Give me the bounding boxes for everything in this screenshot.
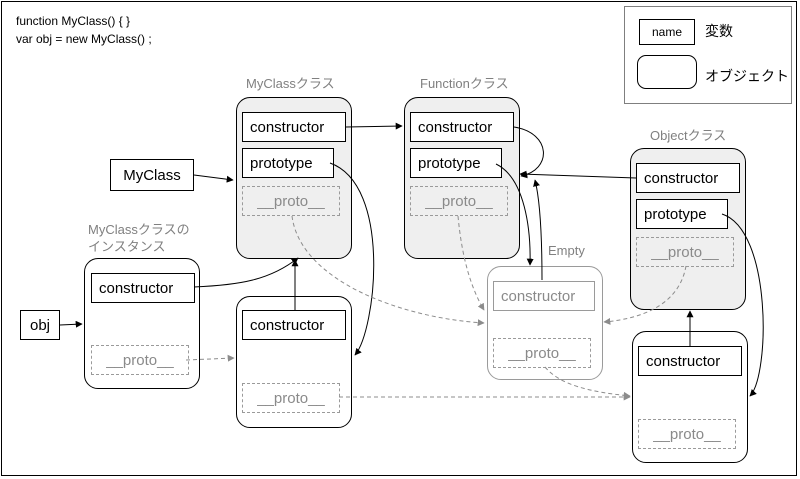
myclass-prototype-object: constructor __proto__ xyxy=(236,296,352,428)
object-prototype-proto: __proto__ xyxy=(638,419,736,449)
arrow-obj-var-to-instance xyxy=(59,320,83,328)
myclass-instance-constructor: constructor xyxy=(91,273,195,303)
function-class-proto: __proto__ xyxy=(410,186,508,216)
proto-link-instance-to-myclass-prototype xyxy=(185,354,235,362)
variable-obj: obj xyxy=(20,310,60,340)
myclass-class-object: constructor prototype __proto__ xyxy=(236,97,352,259)
empty-object-proto: __proto__ xyxy=(493,338,591,368)
variable-myclass: MyClass xyxy=(110,159,194,191)
arrow-function-prototype-to-empty xyxy=(495,163,534,266)
function-class-prototype: prototype xyxy=(410,148,502,178)
myclass-class-prototype: prototype xyxy=(242,148,334,178)
arrow-object-constructor-to-function-class xyxy=(519,170,637,179)
proto-link-object-class-to-empty xyxy=(603,265,687,325)
function-class-constructor: constructor xyxy=(410,112,514,142)
proto-link-function-class-to-empty xyxy=(457,215,485,311)
arrow-myclass-constructor-to-function-class xyxy=(345,122,403,130)
arrow-myclass-var-to-myclass-class xyxy=(193,174,234,183)
empty-object: constructor __proto__ xyxy=(487,266,603,380)
myclass-class-constructor: constructor xyxy=(242,112,346,142)
myclass-prototype-proto: __proto__ xyxy=(242,383,340,413)
arrow-object-prototype-to-object-proto-object xyxy=(721,213,764,397)
myclass-class-title: MyClassクラス xyxy=(246,76,335,91)
myclass-instance-title-line2: インスタンス xyxy=(88,239,166,254)
myclass-class-proto: __proto__ xyxy=(242,186,340,216)
legend: name 変数 オブジェクト xyxy=(624,6,792,104)
myclass-prototype-constructor: constructor xyxy=(242,310,346,340)
function-class-title: Functionクラス xyxy=(420,76,509,91)
object-class-title: Objectクラス xyxy=(650,128,727,143)
object-class-proto: __proto__ xyxy=(636,237,734,267)
legend-variable-label: 変数 xyxy=(705,23,733,39)
function-class-object: constructor prototype __proto__ xyxy=(404,97,520,259)
arrow-empty-constructor-to-function-class xyxy=(533,179,543,281)
arrow-function-constructor-self xyxy=(513,126,544,179)
code-line-2: var obj = new MyClass() ; xyxy=(16,32,152,46)
object-class-prototype: prototype xyxy=(636,199,728,229)
arrow-instance-constructor-to-myclass-class xyxy=(193,257,299,288)
legend-object-sample xyxy=(637,55,697,89)
legend-variable-sample: name xyxy=(639,19,695,45)
object-prototype-constructor: constructor xyxy=(638,346,742,376)
arrow-myclass-prototype-to-prototype-object xyxy=(329,162,375,356)
empty-object-constructor: constructor xyxy=(493,281,595,311)
myclass-instance-object: constructor __proto__ xyxy=(84,258,200,389)
proto-link-empty-to-object-prototype xyxy=(544,366,631,399)
empty-object-title: Empty xyxy=(548,243,585,258)
legend-object-label: オブジェクト xyxy=(705,68,789,84)
proto-link-myclass-class-to-empty xyxy=(291,215,485,327)
object-class-constructor: constructor xyxy=(636,163,740,193)
myclass-instance-title-line1: MyClassクラスの xyxy=(88,222,190,237)
object-class-object: constructor prototype __proto__ xyxy=(630,148,746,310)
code-line-1: function MyClass() { } xyxy=(16,14,131,28)
